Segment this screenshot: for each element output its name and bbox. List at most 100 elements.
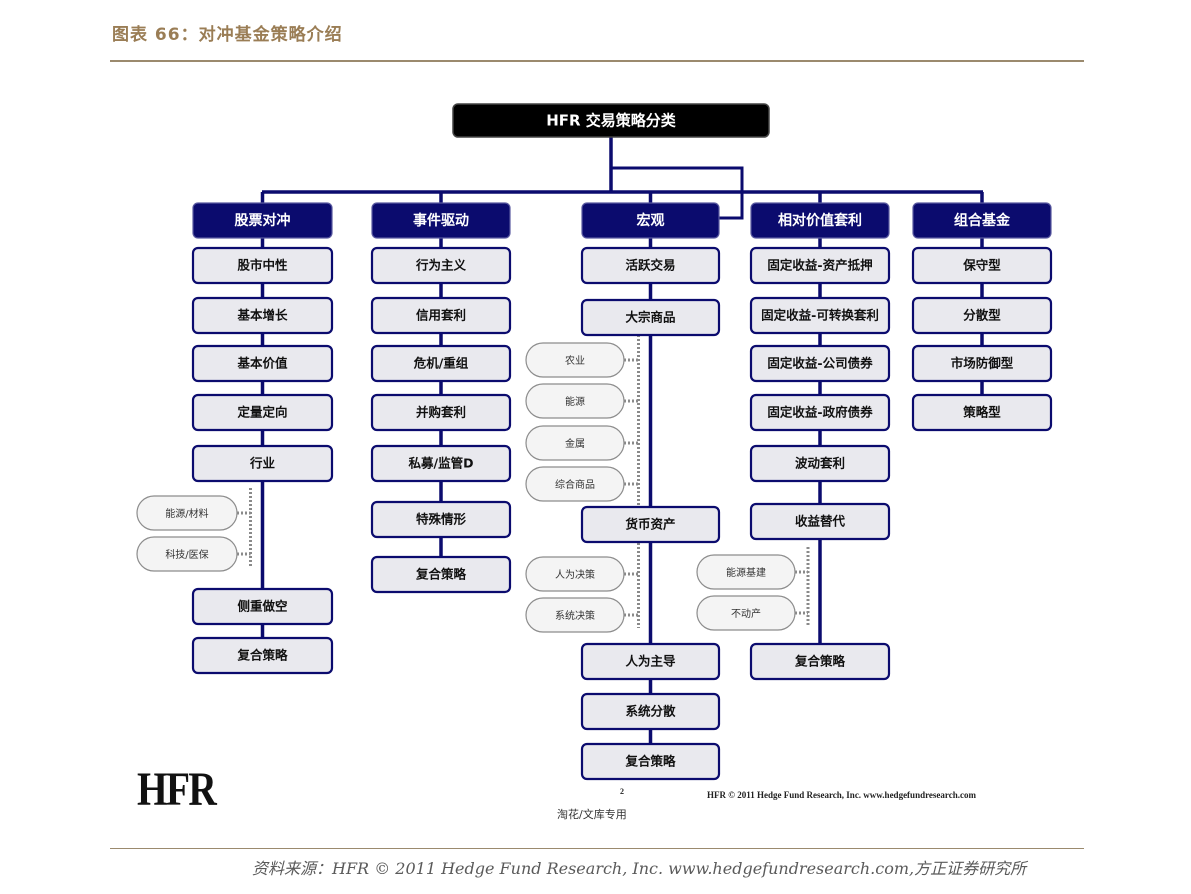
strategy-item-box xyxy=(749,444,891,483)
category-label: 事件驱动 xyxy=(413,212,469,229)
strategy-item-box xyxy=(749,246,891,285)
strategy-item-label: 大宗商品 xyxy=(625,310,675,325)
strategy-item-box xyxy=(370,296,512,335)
category-box xyxy=(192,202,333,239)
strategy-item-box xyxy=(191,246,334,285)
strategy-item-box xyxy=(580,246,721,285)
category-box xyxy=(750,202,890,239)
strategy-item-box xyxy=(191,587,334,626)
strategy-item-label: 行业 xyxy=(249,456,276,471)
bottom-divider xyxy=(110,848,1084,849)
strategy-item-label: 系统分散 xyxy=(625,704,676,719)
category-label: 相对价值套利 xyxy=(778,212,862,229)
strategy-item-box xyxy=(580,642,721,681)
strategy-item-label: 保守型 xyxy=(962,258,1001,273)
sub-item-box xyxy=(525,342,625,378)
category-box xyxy=(912,202,1052,239)
strategy-item-label: 固定收益-公司债券 xyxy=(767,356,873,371)
strategy-item-box xyxy=(191,344,334,383)
category-label: 组合基金 xyxy=(954,212,1011,229)
strategy-item-box xyxy=(191,636,334,675)
sub-item-label: 能源基建 xyxy=(726,566,766,579)
strategy-item-box xyxy=(580,298,721,337)
sub-item-label: 能源 xyxy=(565,395,585,408)
strategy-item-box xyxy=(191,444,334,483)
strategy-item-label: 基本价值 xyxy=(236,356,288,371)
strategy-item-box xyxy=(370,393,512,432)
sub-item-box xyxy=(525,597,625,633)
sub-item-label: 人为决策 xyxy=(555,568,595,581)
strategy-item-box xyxy=(370,500,512,539)
strategy-item-box xyxy=(370,246,512,285)
strategy-item-box xyxy=(580,742,721,781)
strategy-item-box xyxy=(911,296,1053,335)
sub-item-box xyxy=(696,595,796,631)
strategy-item-label: 复合策略 xyxy=(236,648,288,663)
strategy-item-label: 活跃交易 xyxy=(625,258,675,273)
strategy-item-label: 复合策略 xyxy=(624,754,676,769)
strategy-item-box xyxy=(749,344,891,383)
source-note: 资料来源：HFR © 2011 Hedge Fund Research, Inc… xyxy=(252,859,1027,878)
strategy-item-box xyxy=(370,444,512,483)
strategy-item-label: 市场防御型 xyxy=(951,356,1014,371)
strategy-item-label: 定量定向 xyxy=(236,405,287,420)
strategy-item-box xyxy=(911,246,1053,285)
sub-item-box xyxy=(525,383,625,419)
strategy-item-label: 复合策略 xyxy=(794,654,846,669)
strategy-item-label: 复合策略 xyxy=(415,567,467,582)
sub-item-label: 科技/医保 xyxy=(165,548,208,561)
strategy-item-box xyxy=(749,296,891,335)
strategy-item-box xyxy=(749,393,891,432)
sub-item-box xyxy=(696,554,796,590)
strategy-item-label: 人为主导 xyxy=(625,654,676,669)
strategy-item-label: 固定收益-政府债券 xyxy=(767,405,873,420)
strategy-item-box xyxy=(191,296,334,335)
sub-item-label: 综合商品 xyxy=(555,478,595,491)
strategy-item-box xyxy=(749,502,891,541)
root-box xyxy=(452,103,770,138)
top-divider xyxy=(110,60,1084,62)
strategy-item-label: 特殊情形 xyxy=(416,512,467,527)
strategy-item-label: 货币资产 xyxy=(625,517,675,532)
strategy-item-box xyxy=(911,344,1053,383)
sub-item-box xyxy=(525,556,625,592)
category-box xyxy=(371,202,511,239)
strategy-item-box xyxy=(370,344,512,383)
strategy-item-box xyxy=(191,393,334,432)
strategy-item-box xyxy=(370,555,512,594)
sub-item-box xyxy=(525,466,625,502)
strategy-item-label: 基本增长 xyxy=(236,308,288,323)
strategy-item-box xyxy=(580,692,721,731)
category-label: 股票对冲 xyxy=(235,212,291,229)
category-label: 宏观 xyxy=(637,212,665,229)
strategy-item-label: 行为主义 xyxy=(415,258,467,273)
sub-item-label: 金属 xyxy=(565,437,585,450)
strategy-item-label: 并购套利 xyxy=(416,405,466,420)
watermark-text: 淘花/文库专用 xyxy=(557,808,627,821)
strategy-item-label: 危机/重组 xyxy=(413,356,469,371)
strategy-item-label: 固定收益-资产抵押 xyxy=(767,258,872,273)
strategy-item-label: 波动套利 xyxy=(795,456,845,471)
strategy-item-label: 私募/监管D xyxy=(408,456,474,471)
page-number: 2 xyxy=(620,787,624,796)
strategy-item-label: 收益替代 xyxy=(795,514,846,529)
sub-item-box xyxy=(525,425,625,461)
strategy-item-label: 信用套利 xyxy=(416,308,466,323)
sub-item-label: 农业 xyxy=(565,354,585,367)
root-label: HFR 交易策略分类 xyxy=(546,112,677,130)
sub-item-label: 不动产 xyxy=(731,607,761,620)
sub-item-label: 系统决策 xyxy=(555,609,595,622)
strategy-item-box xyxy=(911,393,1053,432)
strategy-item-label: 固定收益-可转换套利 xyxy=(761,308,879,323)
strategy-item-label: 股市中性 xyxy=(237,258,288,273)
sub-item-box xyxy=(136,536,238,572)
strategy-item-label: 策略型 xyxy=(963,405,1001,420)
figure-caption: 图表 66：对冲基金策略介绍 xyxy=(112,25,343,45)
strategy-item-box xyxy=(580,505,721,544)
sub-item-label: 能源/材料 xyxy=(165,507,208,520)
strategy-item-label: 侧重做空 xyxy=(237,599,287,614)
sub-item-box xyxy=(136,495,238,531)
copyright-line: HFR © 2011 Hedge Fund Research, Inc. www… xyxy=(707,790,976,800)
